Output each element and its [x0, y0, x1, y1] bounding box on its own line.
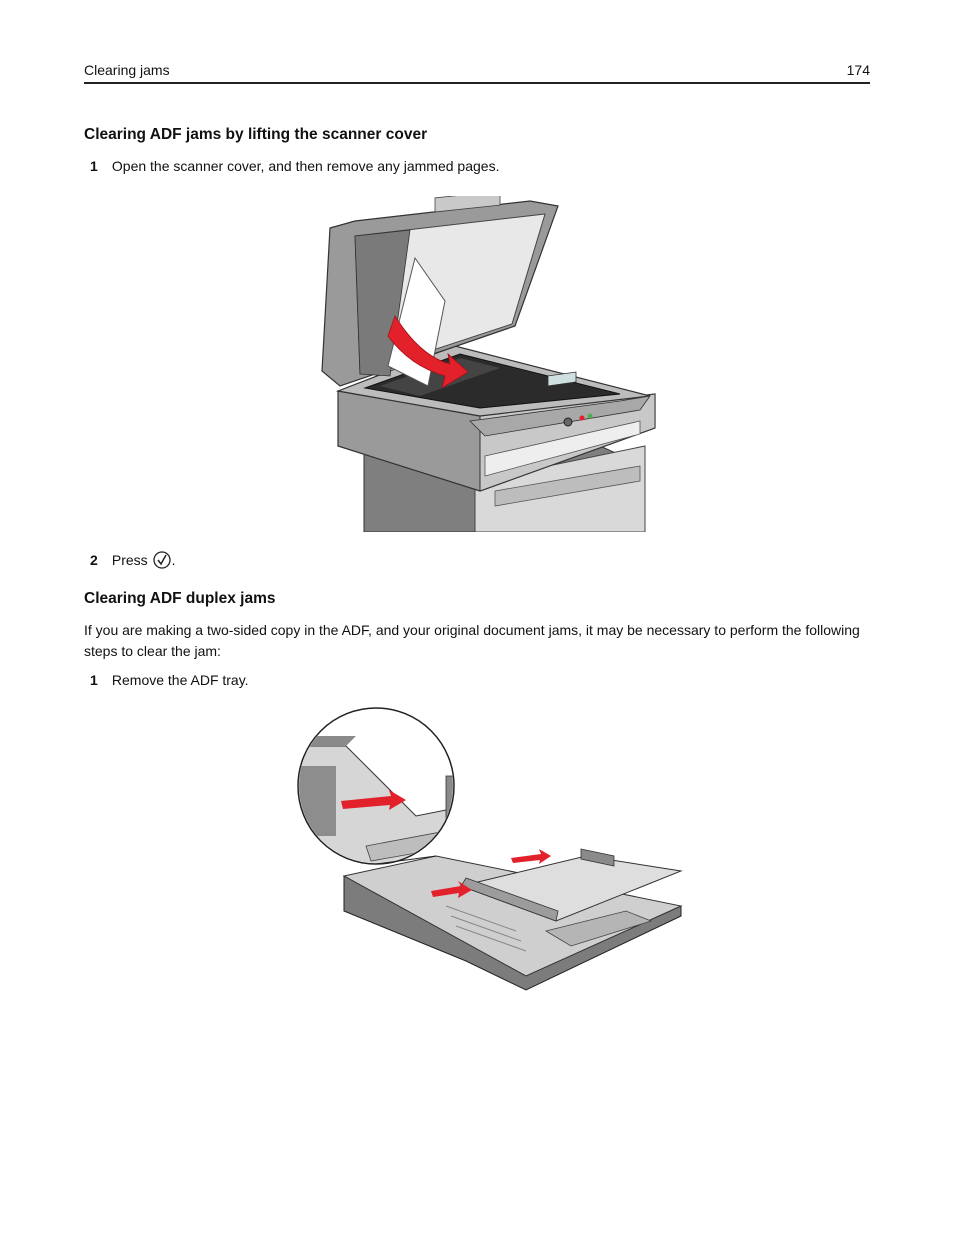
step-text: Open the scanner cover, and then remove …: [111, 158, 500, 174]
adf-tray-removal-illustration: [297, 707, 683, 991]
page-number: 174: [846, 62, 870, 78]
step-number: 2: [90, 552, 98, 568]
step-1-open-cover: 1 Open the scanner cover, and then remov…: [90, 158, 499, 174]
step-number: 1: [90, 158, 98, 174]
step-text-after: .: [171, 552, 176, 568]
check-button-icon: [152, 551, 171, 569]
step-1-remove-adf-tray: 1 Remove the ADF tray.: [90, 672, 249, 688]
duplex-intro-paragraph: If you are making a two-sided copy in th…: [84, 622, 860, 659]
section-heading-duplex-jams: Clearing ADF duplex jams: [84, 590, 276, 607]
page-header: Clearing jams 174: [84, 60, 870, 84]
step-2-press-check: 2 Press .: [90, 551, 175, 569]
scanner-cover-open-illustration: [321, 196, 656, 532]
step-text: Remove the ADF tray.: [111, 672, 249, 688]
running-header-section: Clearing jams: [84, 62, 170, 78]
step-number: 1: [90, 672, 98, 688]
section-heading-scanner-cover: Clearing ADF jams by lifting the scanner…: [84, 126, 428, 143]
step-text-before: Press: [111, 552, 148, 568]
